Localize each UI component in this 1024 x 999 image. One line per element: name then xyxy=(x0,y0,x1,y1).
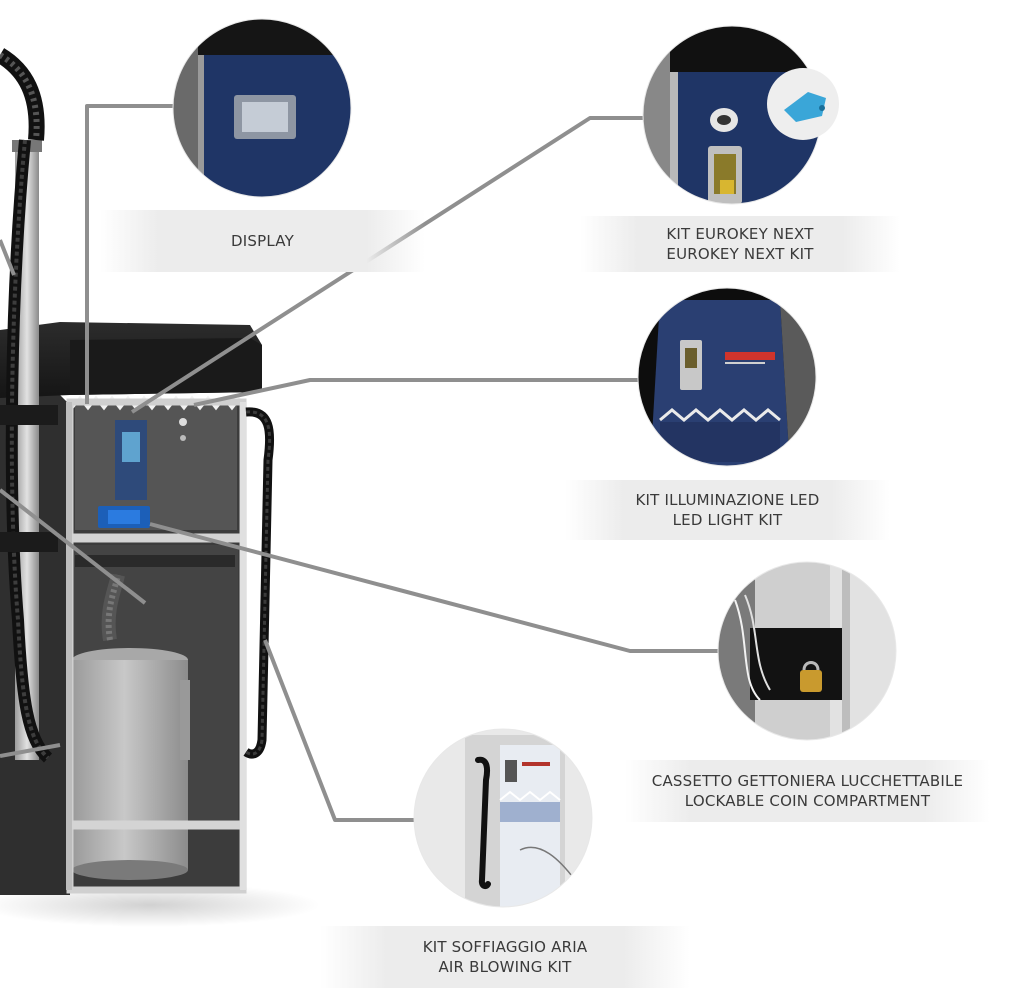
label-coin-line-2: LOCKABLE COIN COMPARTMENT xyxy=(684,792,931,810)
label-display: DISPLAY xyxy=(100,210,425,272)
thumb-display xyxy=(173,19,351,197)
leader-display xyxy=(85,104,174,404)
thumb-air xyxy=(414,729,592,907)
label-air: KIT SOFFIAGGIO ARIA AIR BLOWING KIT xyxy=(320,926,690,988)
label-coin: CASSETTO GETTONIERA LUCCHETTABILE LOCKAB… xyxy=(625,760,990,822)
leader-offscreen-3 xyxy=(0,743,61,758)
leader-lines xyxy=(0,104,720,822)
label-led-line-1: KIT ILLUMINAZIONE LED xyxy=(635,491,820,509)
leader-coin xyxy=(149,522,720,653)
label-eurokey: KIT EUROKEY NEXT EUROKEY NEXT KIT xyxy=(580,216,900,272)
label-led-line-2: LED LIGHT KIT xyxy=(672,511,783,529)
led-circle-rim xyxy=(637,287,817,467)
label-air-line-1: KIT SOFFIAGGIO ARIA xyxy=(422,938,588,956)
label-eurokey-line-2: EUROKEY NEXT KIT xyxy=(666,245,814,263)
label-air-line-2: AIR BLOWING KIT xyxy=(438,958,572,976)
leader-offscreen-1 xyxy=(0,239,16,276)
label-led: KIT ILLUMINAZIONE LED LED LIGHT KIT xyxy=(565,480,890,540)
air-circle-rim xyxy=(413,728,593,908)
label-display-line-1: DISPLAY xyxy=(231,232,294,250)
vacuum-machine xyxy=(0,48,320,927)
leader-eurokey xyxy=(130,116,645,414)
coin-circle-rim xyxy=(717,561,897,741)
thumb-led xyxy=(638,288,816,466)
label-eurokey-line-1: KIT EUROKEY NEXT xyxy=(666,225,814,243)
key-fob-icon xyxy=(767,68,839,140)
leader-led xyxy=(193,378,640,407)
leader-air xyxy=(263,639,414,822)
leader-offscreen-2 xyxy=(0,488,147,605)
label-coin-line-1: CASSETTO GETTONIERA LUCCHETTABILE xyxy=(651,772,964,790)
display-circle-rim xyxy=(172,18,352,198)
